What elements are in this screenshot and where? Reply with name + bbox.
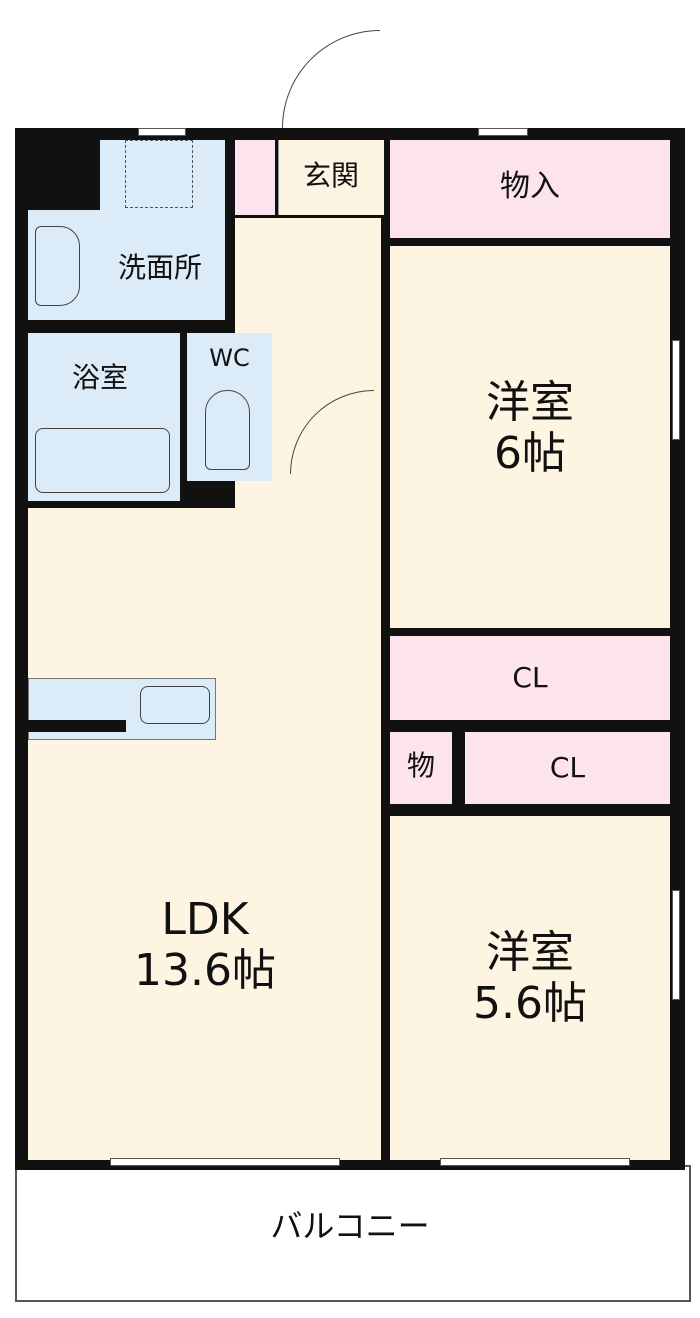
western-room-1-size: 6帖: [494, 427, 566, 479]
bathroom-label: 浴室: [71, 361, 128, 394]
bathtub-icon: [35, 428, 170, 493]
closet-1: [390, 636, 670, 720]
toilet-label: WC: [209, 344, 250, 372]
window-top: [478, 128, 528, 136]
storage-small: [390, 732, 452, 804]
toilet-icon: [205, 390, 250, 470]
storage-top-label: 物入: [500, 169, 560, 204]
counter-wall: [28, 720, 126, 732]
shoe-storage: [235, 140, 275, 215]
window-right-room2: [672, 890, 680, 1000]
sink-icon: [140, 686, 210, 724]
western-room-2: [390, 816, 670, 1160]
window-bottom-ldk: [110, 1158, 340, 1166]
window-bottom-room2: [440, 1158, 630, 1166]
western-room-1-name: 洋室: [486, 377, 574, 428]
bathroom: [28, 333, 180, 501]
western-room-1: [390, 246, 670, 628]
sink-icon: [35, 226, 80, 306]
closet-2-label: CL: [549, 751, 586, 784]
western-room-2-name: 洋室: [486, 927, 574, 978]
closet-1-label: CL: [512, 661, 548, 694]
western-room-2-size: 5.6帖: [473, 977, 587, 1029]
entrance-door[interactable]: [282, 30, 380, 128]
washing-machine-pan: [125, 140, 193, 208]
storage-small-label: 物: [406, 749, 435, 782]
ldk-size: 13.6帖: [134, 944, 276, 996]
ldk-name: LDK: [161, 894, 249, 945]
window-right-room1: [672, 340, 680, 440]
storage-top: [390, 140, 670, 238]
shaft: [28, 140, 100, 210]
balcony-label: バルコニー: [270, 1207, 430, 1245]
window-top-wash: [138, 128, 186, 136]
ldk-room: [28, 508, 381, 1160]
entrance: [278, 140, 384, 215]
closet-2: [465, 732, 670, 804]
washroom-label: 洗面所: [117, 251, 202, 284]
entrance-label: 玄関: [302, 159, 359, 192]
